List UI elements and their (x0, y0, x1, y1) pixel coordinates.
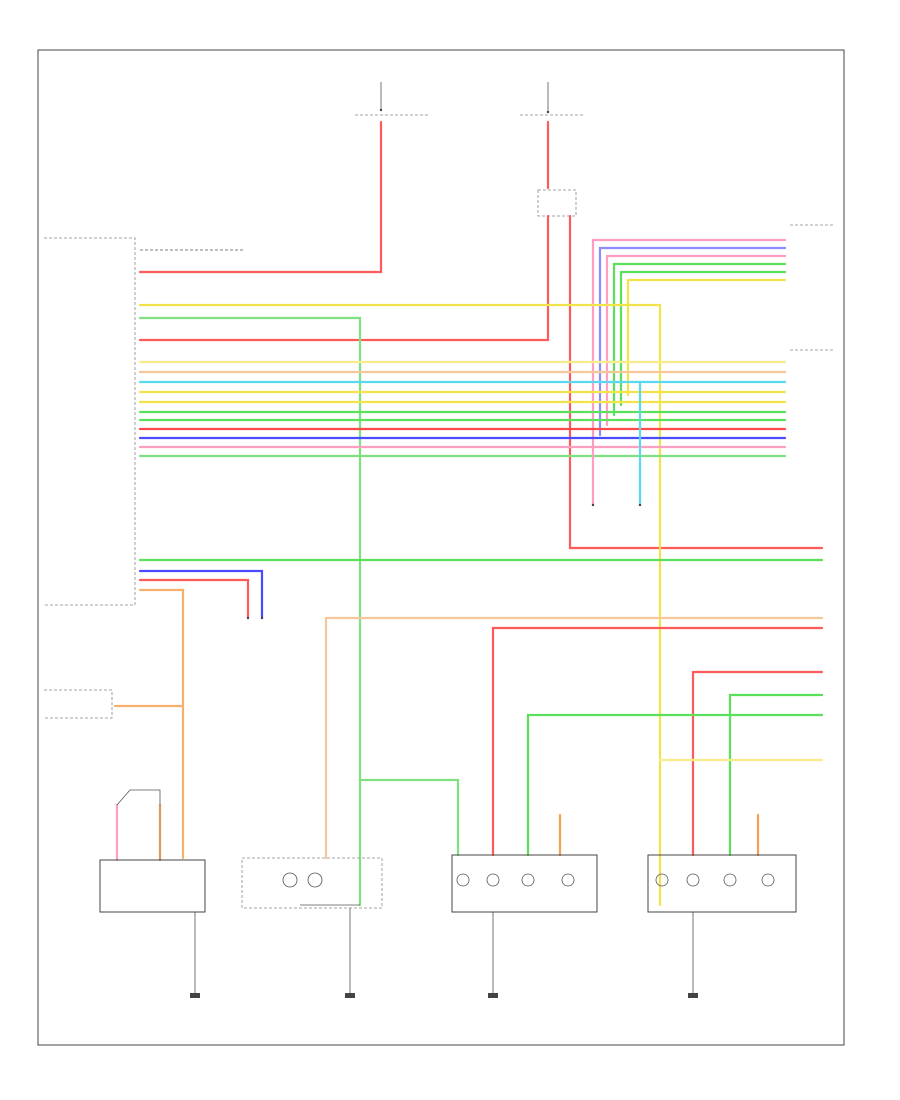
fuse-box-top-right (520, 82, 585, 116)
oil-pressure-switch (44, 689, 113, 719)
front-lamp-assembly (241, 857, 383, 998)
wire-orange-down (324, 616, 824, 860)
wire-green-rear-2 (526, 713, 824, 857)
hazard-switch-connector (537, 189, 577, 217)
wire-pink-ls-3 (605, 254, 787, 427)
wire-blue-hazard (138, 569, 264, 620)
wire-green-bcm-2 (138, 316, 362, 907)
diagram-frame (37, 49, 845, 1046)
wire-pink-ls-1 (591, 238, 787, 447)
wire-yellow-ls-6 (626, 278, 787, 397)
wire-green-junction (358, 778, 460, 857)
fuse-box-top-left (355, 82, 430, 116)
wire-red-hazard-down (568, 214, 824, 550)
wire-red-down (491, 626, 824, 857)
wire-red-rear-left (691, 670, 824, 857)
wire-green-rear-1 (728, 693, 824, 857)
wire-yellow-bcm-1 (138, 303, 662, 907)
left-rear-combination-lamp (647, 854, 797, 998)
wire-red-fuse-left (138, 120, 383, 274)
wire-red-hazard (138, 578, 250, 620)
hazard-switch-small (246, 616, 264, 620)
wire-orange-bcm (138, 588, 185, 860)
combination-switch-box (790, 224, 835, 351)
buzzer-component (99, 789, 206, 998)
right-rear-combination-lamp (451, 854, 598, 998)
wire-green-ls-4 (612, 262, 787, 417)
dimmer-switch (591, 503, 642, 507)
body-control-module (44, 237, 136, 606)
wire-green-ls-5 (619, 270, 787, 407)
wire-red-bcm-ign (138, 214, 550, 342)
